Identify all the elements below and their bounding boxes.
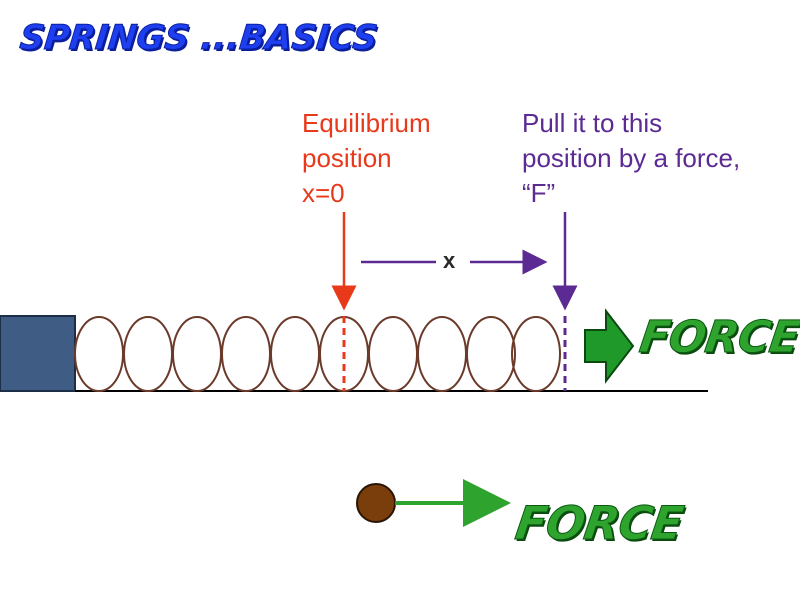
spring-coil (172, 316, 222, 392)
displacement-label: x (443, 248, 456, 273)
spring-coil (511, 316, 561, 392)
pull-label-line-1: Pull it to this (522, 108, 663, 138)
block-arrow-right-icon (584, 308, 635, 384)
equilibrium-label-line-3: x=0 (302, 178, 345, 208)
pull-label: Pull it to this position by a force, “F” (522, 106, 740, 211)
spring-coil (270, 316, 320, 392)
spring-coil (368, 316, 418, 392)
spring-force-label: FORCE (636, 312, 800, 364)
equilibrium-label: Equilibrium position x=0 (302, 106, 431, 211)
equilibrium-label-line-2: position (302, 143, 392, 173)
wall-block (0, 315, 76, 392)
particle-force-label: FORCE (512, 496, 687, 551)
pull-label-line-3: “F” (522, 178, 556, 208)
spring-coil (221, 316, 271, 392)
spring-coil (74, 316, 124, 392)
spring-coil (123, 316, 173, 392)
pull-label-line-2: position by a force, (522, 143, 741, 173)
circle-particle-icon (356, 483, 396, 523)
equilibrium-label-line-1: Equilibrium (302, 108, 431, 138)
spring-coil (466, 316, 516, 392)
spring-coil (417, 316, 467, 392)
spring-coils (74, 316, 561, 392)
